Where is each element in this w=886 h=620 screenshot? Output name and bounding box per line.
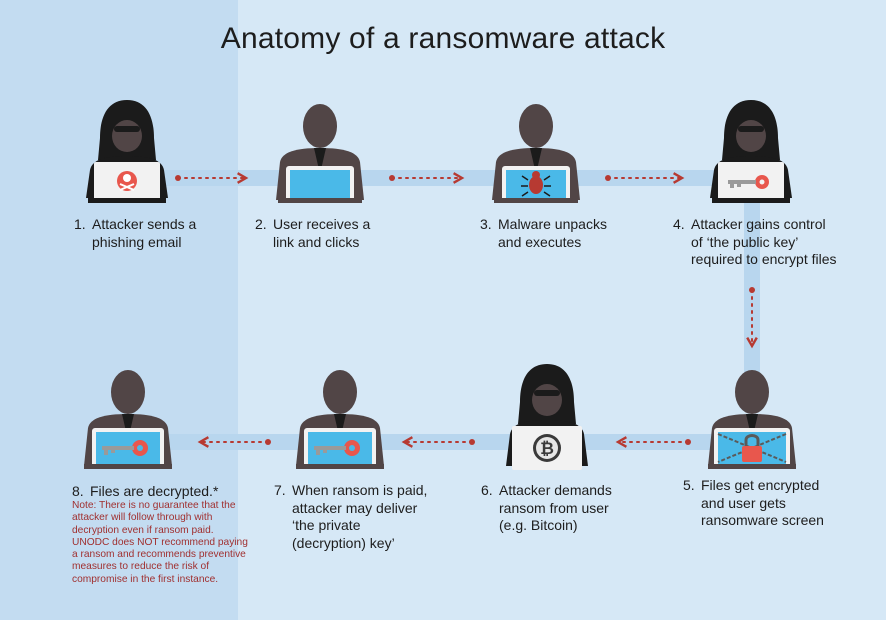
step-text: Attacker gains control of ‘the public ke… (691, 216, 837, 267)
attacker-figure-4 (710, 100, 792, 203)
step-text: Attacker sends a phishing email (92, 216, 197, 250)
step-number: 8. (72, 483, 84, 499)
chain-padlock-icon (717, 433, 787, 463)
step-number: 1. (74, 216, 86, 232)
user-figure-8 (84, 370, 172, 469)
step-4-caption: 4. Attacker gains control of ‘the public… (673, 216, 841, 269)
user-figure-2 (276, 104, 364, 203)
svg-text:₿: ₿ (540, 439, 554, 459)
attacker-figure-6: ₿ (506, 364, 588, 470)
step-3-caption: 3. Malware unpacks and executes (480, 216, 628, 251)
key-icon (728, 175, 769, 189)
user-figure-5 (708, 370, 796, 469)
bug-icon (521, 171, 551, 197)
key-icon (314, 440, 360, 456)
skull-crossbones-icon (117, 171, 137, 191)
step-number: 5. (683, 477, 695, 493)
user-figure-3 (492, 104, 580, 203)
diagram-title: Anatomy of a ransomware attack (220, 22, 666, 55)
key-icon (102, 440, 148, 456)
attacker-figure-1 (86, 100, 168, 203)
step-number: 6. (481, 482, 493, 498)
step-number: 7. (274, 482, 286, 498)
blank-screen (290, 170, 350, 198)
step-number: 3. (480, 216, 492, 232)
bitcoin-icon: ₿ (533, 434, 561, 462)
step-2-caption: 2. User receives a link and clicks (255, 216, 393, 251)
step-text: Files are decrypted.* (90, 483, 219, 499)
step-text: When ransom is paid, attacker may delive… (292, 482, 428, 551)
step-6-caption: 6. Attacker demands ransom from user (e.… (481, 482, 634, 535)
step-1-caption: 1. Attacker sends a phishing email (74, 216, 222, 251)
step-8-caption: 8. Files are decrypted.* (72, 483, 250, 501)
step-text: Files get encrypted and user gets ransom… (701, 477, 824, 528)
step-text: User receives a link and clicks (273, 216, 371, 250)
user-figure-7 (296, 370, 384, 469)
step-text: Attacker demands ransom from user (e.g. … (499, 482, 612, 533)
step-7-caption: 7. When ransom is paid, attacker may del… (274, 482, 432, 552)
step-number: 2. (255, 216, 267, 232)
step-text: Malware unpacks and executes (498, 216, 607, 250)
step-number: 4. (673, 216, 685, 232)
step-5-caption: 5. Files get encrypted and user gets ran… (683, 477, 836, 530)
disclaimer-note: Note: There is no guarantee that the att… (72, 500, 248, 585)
